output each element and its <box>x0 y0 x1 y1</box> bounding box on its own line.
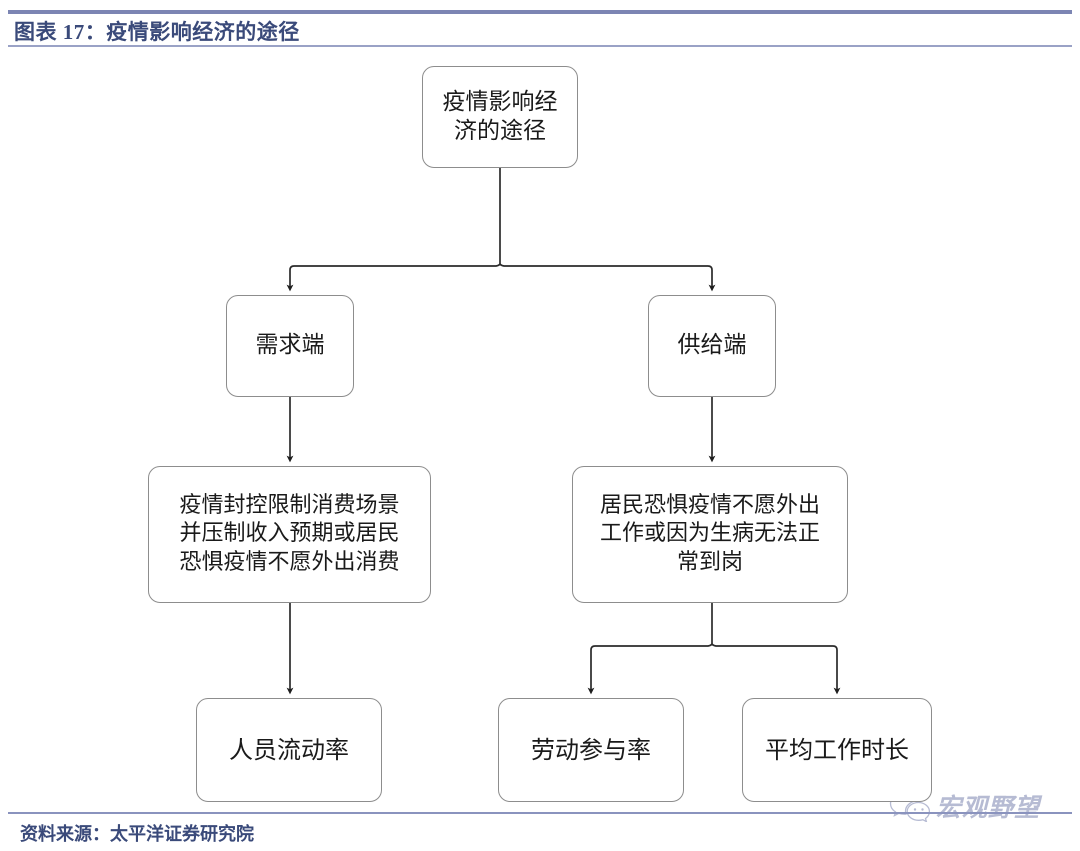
header-rule-top <box>8 10 1072 14</box>
node-demand-side[interactable]: 需求端 <box>226 295 354 397</box>
page-title: 图表 17：疫情影响经济的途径 <box>14 20 300 44</box>
node-demand-description[interactable]: 疫情封控限制消费场景 并压制收入预期或居民 恐惧疫情不愿外出消费 <box>148 466 431 603</box>
node-labor-participation-rate[interactable]: 劳动参与率 <box>498 698 684 802</box>
node-supply-description[interactable]: 居民恐惧疫情不愿外出 工作或因为生病无法正 常到岗 <box>572 466 848 603</box>
node-mobility-rate-label: 人员流动率 <box>229 735 349 764</box>
watermark-text: 宏观野望 <box>936 795 1041 822</box>
node-supply-description-label: 居民恐惧疫情不愿外出 工作或因为生病无法正 常到岗 <box>599 493 820 575</box>
node-root[interactable]: 疫情影响经 济的途径 <box>422 66 578 168</box>
edge-supply-desc-to-labor <box>587 643 713 695</box>
edge-supply-desc-to-hours <box>711 643 841 695</box>
source-note: 资料来源：太平洋证券研究院 <box>20 824 254 844</box>
node-labor-participation-rate-label: 劳动参与率 <box>531 735 651 764</box>
footer-rule <box>8 812 1072 814</box>
node-supply-side-label: 供给端 <box>677 332 747 359</box>
node-average-working-hours-label: 平均工作时长 <box>765 735 909 764</box>
node-demand-description-label: 疫情封控限制消费场景 并压制收入预期或居民 恐惧疫情不愿外出消费 <box>179 493 400 575</box>
node-mobility-rate[interactable]: 人员流动率 <box>196 698 382 802</box>
header-rule-bottom <box>8 45 1072 47</box>
edge-root-to-supply <box>499 263 716 292</box>
edge-root-to-demand <box>286 263 501 292</box>
node-demand-side-label: 需求端 <box>255 332 325 359</box>
node-supply-side[interactable]: 供给端 <box>648 295 776 397</box>
node-average-working-hours[interactable]: 平均工作时长 <box>742 698 932 802</box>
node-root-label: 疫情影响经 济的途径 <box>442 88 558 144</box>
